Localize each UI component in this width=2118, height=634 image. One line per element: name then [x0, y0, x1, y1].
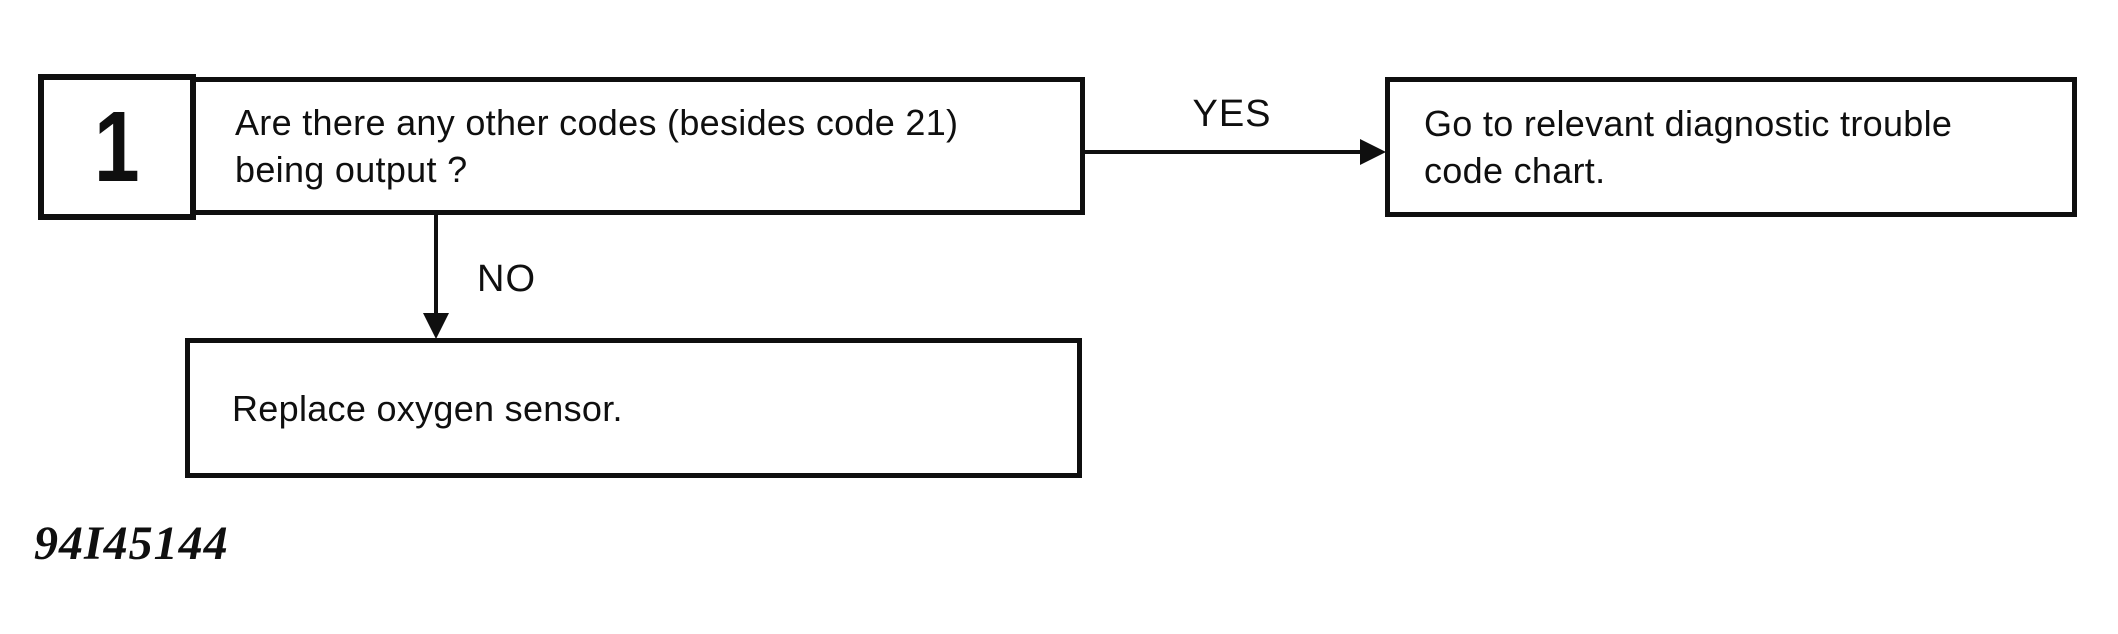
yes-result-line-1: Go to relevant diagnostic trouble [1424, 103, 1953, 144]
yes-branch-label: YES [1192, 93, 1272, 135]
yes-result-box: Go to relevant diagnostic trouble code c… [1385, 77, 2077, 217]
no-arrow-line [434, 215, 438, 315]
arrow-right-icon [1360, 139, 1386, 165]
no-branch-label: NO [477, 258, 536, 300]
step-number: 1 [94, 91, 140, 203]
question-box: Are there any other codes (besides code … [190, 77, 1085, 215]
yes-arrow-line [1085, 150, 1363, 154]
no-result-line-1: Replace oxygen sensor. [232, 387, 623, 429]
figure-code: 94I45144 [34, 517, 229, 570]
question-line-1: Are there any other codes (besides code … [235, 102, 959, 143]
question-line-2: being output ? [235, 149, 468, 190]
yes-result-line-2: code chart. [1424, 150, 1606, 191]
no-result-box: Replace oxygen sensor. [185, 338, 1082, 478]
arrow-down-icon [423, 313, 449, 339]
step-number-box: 1 [38, 74, 196, 220]
